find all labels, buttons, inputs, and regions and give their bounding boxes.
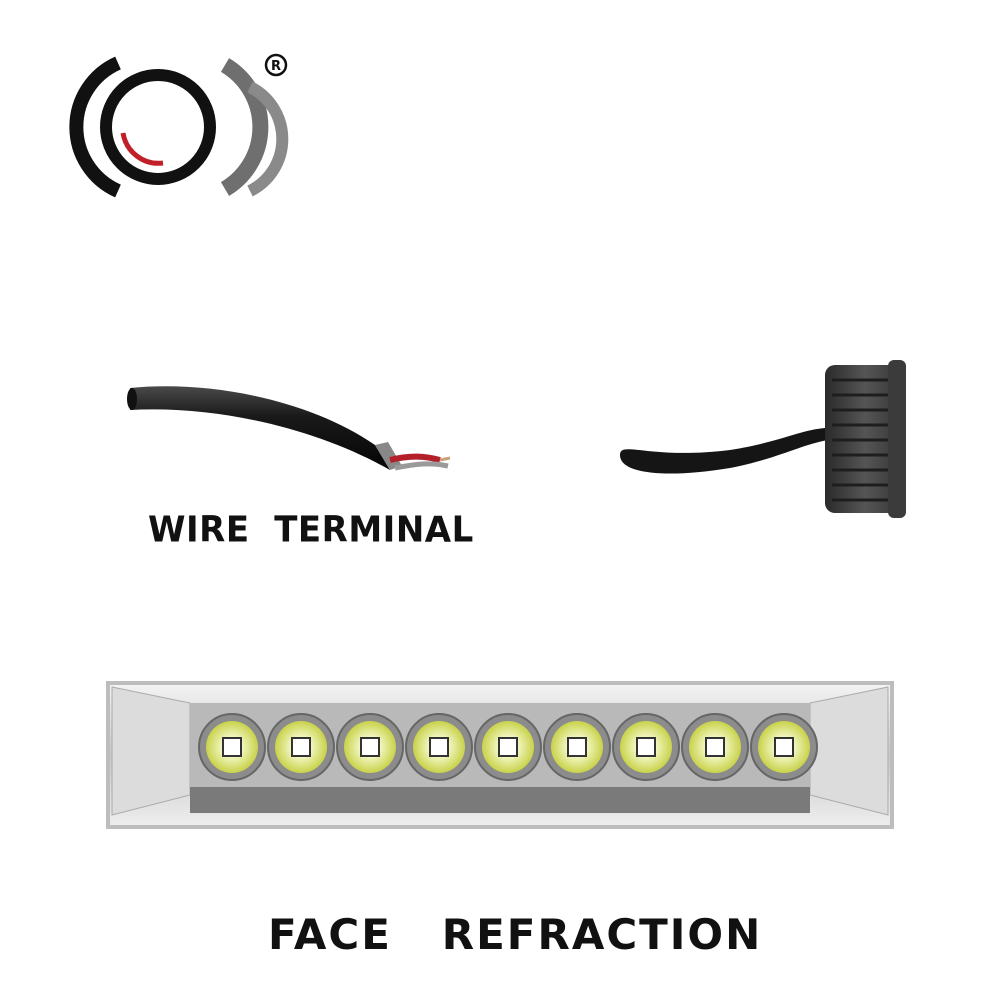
logo-inner-ring [100,69,216,185]
logo-gray-arc-2 [247,81,289,197]
lamp-cable [620,428,828,474]
led-lens [474,713,542,781]
wire-terminal-caption: WIRE TERMINAL [148,509,474,551]
brand-logo: R [69,53,289,198]
led-lens [267,713,335,781]
black-cable [130,386,390,470]
led-lens [612,713,680,781]
lamp-side-view-image [620,360,906,518]
logo-gray-arc-1 [220,58,269,196]
logo-red-swoosh [120,132,164,166]
led-lens [198,713,266,781]
led-lens [405,713,473,781]
logo-outer-arc [69,56,121,198]
led-lens [750,713,818,781]
red-wire [389,453,441,463]
face-refraction-caption: FACE REFRACTION [268,910,763,959]
registered-mark-icon [264,53,288,77]
led-lens [543,713,611,781]
led-row [198,713,818,781]
svg-text:R: R [271,59,281,74]
lamp-front-view-image [106,681,894,829]
wire-terminal-image [127,386,451,471]
led-lens [336,713,404,781]
gray-wire [394,461,449,471]
led-lens [681,713,749,781]
